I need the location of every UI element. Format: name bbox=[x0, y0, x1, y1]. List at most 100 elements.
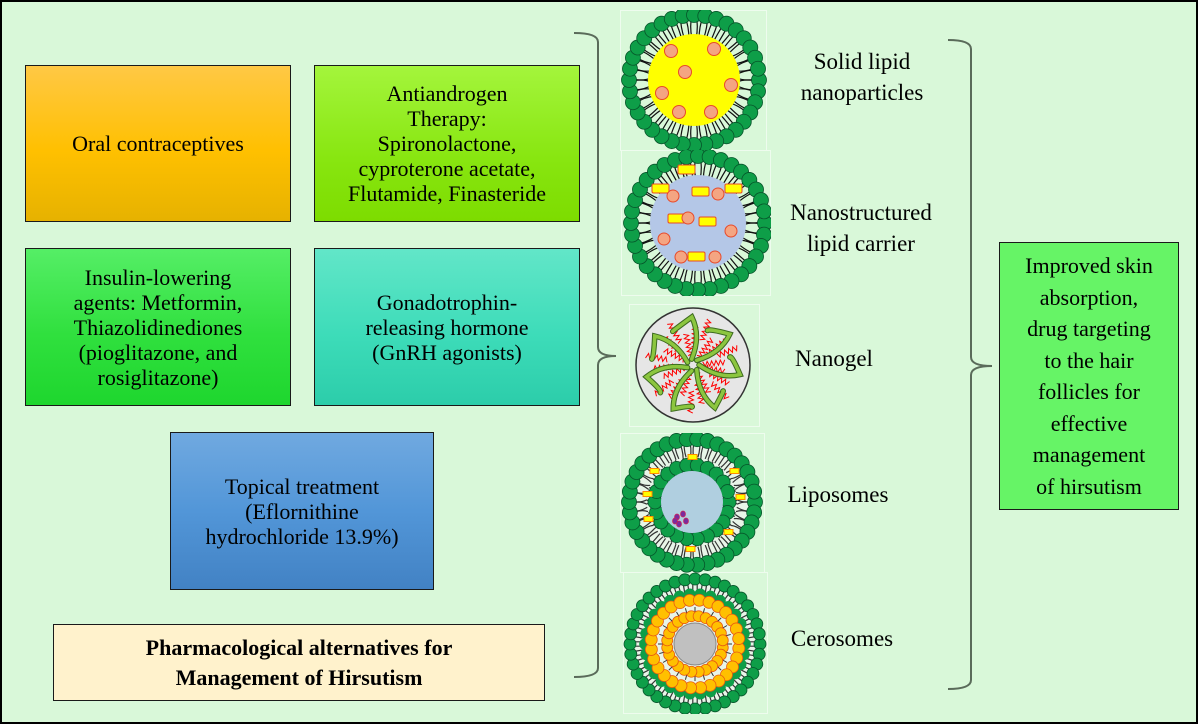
therapy-text: hydrochloride 13.9%) bbox=[205, 523, 399, 549]
outcome-text: absorption, bbox=[1039, 284, 1139, 310]
gel-arm bbox=[694, 328, 733, 363]
outcome-text: follicles for bbox=[1037, 379, 1140, 404]
aqueous-core-inner bbox=[661, 471, 723, 533]
label-line: Solid lipid bbox=[813, 49, 911, 74]
right-brace bbox=[947, 39, 993, 690]
lipophilic-drug bbox=[649, 468, 660, 474]
polymer-chain bbox=[683, 333, 694, 357]
label-line: Nanostructured bbox=[790, 200, 932, 225]
lipid-crystal bbox=[698, 216, 717, 227]
lipid-crystal bbox=[677, 164, 696, 175]
lipid-crystal bbox=[691, 186, 710, 197]
therapy-text: Flutamide, Finasteride bbox=[348, 181, 546, 206]
gel-arm bbox=[697, 355, 743, 378]
therapy-text: Antiandrogen bbox=[386, 81, 508, 106]
lipid-head bbox=[752, 627, 766, 641]
polymer-chain bbox=[645, 352, 668, 363]
lipophilic-drug bbox=[643, 516, 654, 522]
therapy-box-gnrh: Gonadotrophin- releasing hormone (GnRH a… bbox=[314, 248, 580, 406]
gel-arm bbox=[671, 369, 694, 411]
outcome-text: Improved skin bbox=[1025, 253, 1153, 278]
therapy-box-insulin-lowering: Insulin-lowering agents: Metformin, Thia… bbox=[25, 248, 291, 406]
therapy-text: Thiazolidinediones bbox=[73, 314, 243, 340]
therapy-text: (GnRH agonists) bbox=[372, 339, 522, 365]
polymer-chain bbox=[715, 345, 738, 359]
gel-arm bbox=[670, 314, 699, 361]
diagram-title-box: Pharmacological alternatives for Managem… bbox=[53, 624, 545, 701]
nanocarrier-label-liposomes: Liposomes bbox=[768, 479, 908, 510]
lipid-head bbox=[750, 60, 766, 77]
drug-molecule bbox=[711, 187, 725, 201]
cerosome-core bbox=[673, 622, 717, 666]
therapy-text: Therapy: bbox=[407, 106, 487, 131]
drug-molecule bbox=[681, 211, 695, 225]
nanocarrier-label-nanogel: Nanogel bbox=[764, 343, 904, 374]
gel-arm bbox=[694, 367, 725, 411]
lipophilic-drug bbox=[687, 454, 698, 460]
therapy-text: rosiglitazone) bbox=[97, 364, 219, 390]
polymer-chain bbox=[696, 337, 714, 358]
therapy-text: Gonadotrophin- bbox=[376, 289, 518, 315]
diagram-title-line: Pharmacological alternatives for bbox=[145, 634, 453, 660]
label-line: Nanogel bbox=[795, 346, 873, 371]
ceramide-inner bbox=[716, 634, 729, 647]
drug-molecule bbox=[674, 250, 688, 264]
hydrophilic-drug bbox=[683, 517, 689, 525]
drug-molecule bbox=[666, 189, 680, 203]
nanogel-icon bbox=[635, 307, 751, 423]
drug-molecule bbox=[672, 105, 686, 119]
left-brace bbox=[573, 32, 617, 678]
outcome-box: Improved skin absorption, drug targeting… bbox=[999, 242, 1179, 510]
lipid-crystal bbox=[687, 251, 706, 262]
therapy-box-topical: Topical treatment (Eflornithine hydrochl… bbox=[170, 432, 434, 590]
therapy-text: releasing hormone bbox=[365, 314, 529, 340]
drug-molecule bbox=[724, 224, 738, 238]
hydrophilic-drug bbox=[672, 517, 678, 525]
lipophilic-drug bbox=[642, 491, 653, 497]
cerosome-icon bbox=[623, 572, 767, 714]
drug-molecule bbox=[707, 42, 721, 56]
therapy-text: (pioglitazone, and bbox=[78, 339, 238, 365]
drug-molecule bbox=[678, 65, 692, 79]
hydrophilic-drug bbox=[680, 510, 686, 518]
polymer-chain bbox=[663, 347, 684, 363]
lipophilic-drug bbox=[729, 468, 740, 474]
drug-molecule bbox=[655, 86, 669, 100]
lipophilic-drug bbox=[735, 494, 746, 500]
outcome-text: management bbox=[1032, 442, 1146, 467]
diagram-title-line: Management of Hirsutism bbox=[175, 664, 423, 690]
gel-arm bbox=[650, 333, 690, 365]
lipid-crystal bbox=[651, 183, 670, 194]
polymer-chain bbox=[710, 381, 730, 400]
nanostructured-lipid-carrier-icon bbox=[623, 150, 771, 296]
label-line: Liposomes bbox=[787, 482, 889, 507]
therapy-text: (Eflornithine bbox=[245, 498, 359, 524]
outcome-text: effective bbox=[1050, 410, 1128, 436]
ceramide bbox=[732, 632, 746, 645]
lipid-head bbox=[720, 484, 735, 499]
outcome-text: drug targeting bbox=[1027, 316, 1151, 341]
nanocarrier-label-cerosomes: Cerosomes bbox=[770, 623, 914, 654]
lipid-head bbox=[746, 483, 763, 500]
therapy-text: Spironolactone, bbox=[377, 131, 517, 156]
therapy-text: agents: Metformin, bbox=[73, 289, 243, 315]
therapy-box-antiandrogen: Antiandrogen Therapy: Spironolactone, cy… bbox=[314, 65, 580, 222]
gel-arm bbox=[643, 364, 690, 395]
polymer-chain bbox=[702, 358, 726, 368]
nanogel-frame bbox=[629, 304, 760, 427]
nanocarrier-label-nlc: Nanostructured lipid carrier bbox=[768, 197, 954, 259]
lipid-head bbox=[756, 203, 771, 220]
polymer-chain bbox=[663, 365, 685, 379]
polymer-chain bbox=[667, 323, 683, 344]
label-line: nanoparticles bbox=[800, 80, 924, 105]
drug-molecule bbox=[657, 232, 671, 246]
outcome-text: to the hair bbox=[1044, 347, 1134, 373]
therapy-box-oral-contraceptives: Oral contraceptives bbox=[25, 65, 291, 222]
therapy-text: Insulin-lowering bbox=[84, 264, 232, 290]
therapy-text: Oral contraceptives bbox=[72, 131, 244, 156]
solid-lipid-nanoparticle-icon bbox=[621, 10, 767, 151]
drug-molecule bbox=[724, 78, 738, 92]
drug-molecule bbox=[708, 250, 722, 264]
